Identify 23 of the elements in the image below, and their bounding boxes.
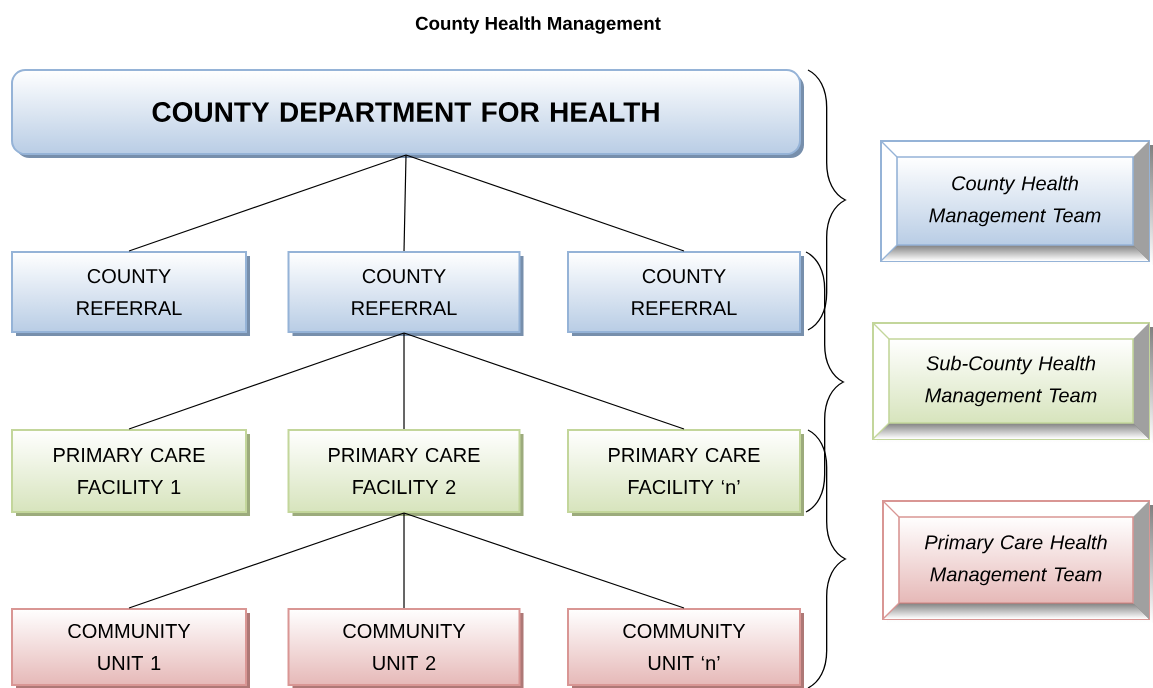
- unit-box: COUNTY REFERRAL: [11, 251, 250, 336]
- connector-line: [128, 512, 405, 609]
- unit-box: PRIMARY CARE FACILITY 2: [287, 429, 524, 516]
- team-box: County Health Management Team: [880, 140, 1153, 265]
- unit-box: COMMUNITY UNIT 2: [287, 608, 524, 688]
- connector-line: [403, 512, 405, 609]
- department-box: COUNTY DEPARTMENT FOR HEALTH: [11, 69, 804, 158]
- team-box: Primary Care Health Management Team: [882, 500, 1153, 623]
- unit-box: PRIMARY CARE FACILITY ‘n’: [567, 429, 804, 516]
- connector-line: [405, 154, 685, 252]
- unit-box: PRIMARY CARE FACILITY 1: [11, 429, 250, 516]
- connector-line: [128, 332, 405, 430]
- connector-line: [403, 154, 407, 252]
- connector-line: [403, 332, 685, 430]
- unit-box: COMMUNITY UNIT ‘n’: [567, 608, 804, 688]
- unit-box: COUNTY REFERRAL: [567, 251, 804, 336]
- connector-line: [128, 154, 407, 252]
- team-box: Sub-County Health Management Team: [872, 322, 1153, 443]
- connector-line: [403, 332, 405, 430]
- unit-box: COUNTY REFERRAL: [287, 251, 524, 336]
- unit-box: COMMUNITY UNIT 1: [11, 608, 250, 688]
- title: County Health Management: [415, 16, 661, 34]
- connector-line: [403, 512, 685, 609]
